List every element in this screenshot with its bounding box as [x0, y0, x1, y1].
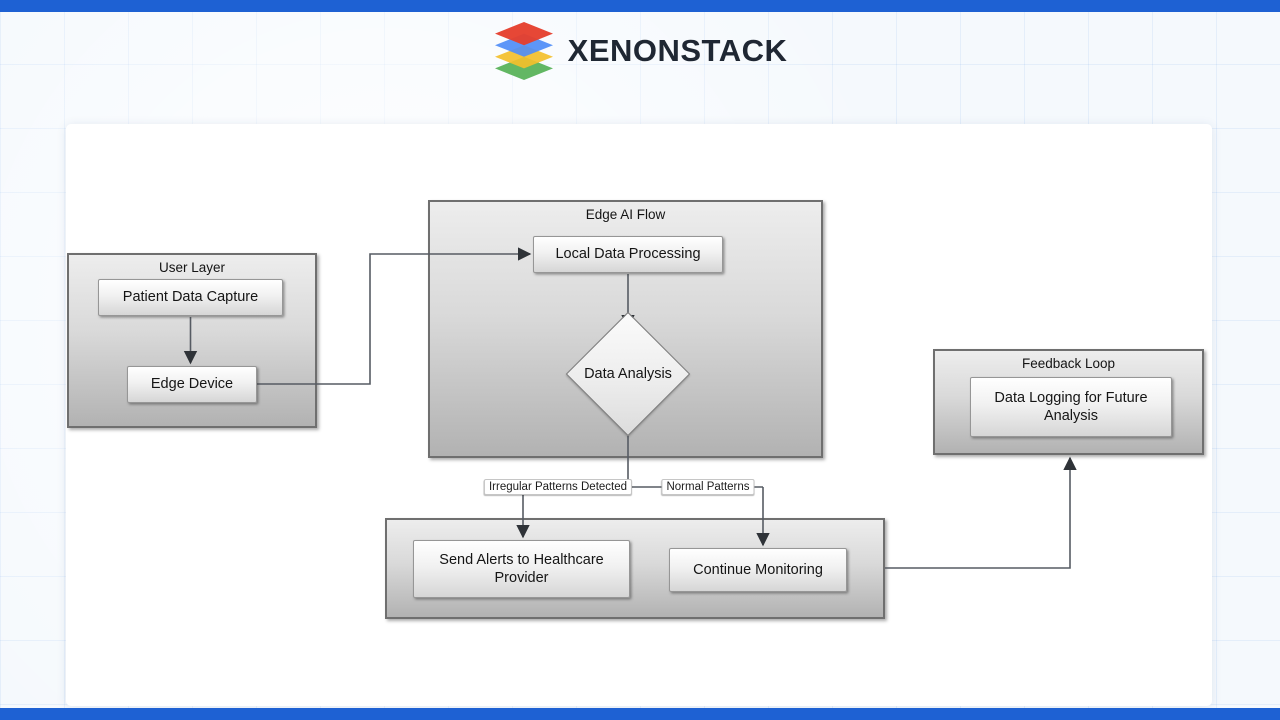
diagram-card: User Layer Edge AI Flow Feedback Loop: [66, 124, 1212, 706]
edge-device-to-processing: [257, 247, 532, 385]
node-continue-monitoring: Continue Monitoring: [669, 548, 847, 592]
node-data-logging: Data Logging for Future Analysis: [970, 377, 1172, 437]
node-send-alerts: Send Alerts to Healthcare Provider: [413, 540, 630, 598]
node-patient-data-capture: Patient Data Capture: [98, 279, 283, 316]
node-edge-device: Edge Device: [127, 366, 257, 403]
group-title-user-layer: User Layer: [158, 260, 226, 275]
top-accent-bar: [0, 0, 1280, 12]
node-local-data-processing: Local Data Processing: [533, 236, 723, 273]
bottom-accent-bar: [0, 708, 1280, 720]
group-title-edge-ai-flow: Edge AI Flow: [585, 207, 666, 222]
node-data-analysis-label: Data Analysis: [584, 366, 672, 382]
brand-wordmark: XENONSTACK: [567, 33, 788, 68]
brand-header: XENONSTACK: [0, 22, 1280, 80]
layers-stack-icon: [494, 22, 553, 80]
edge-label-normal-patterns: Normal Patterns: [661, 479, 755, 495]
group-title-feedback-loop: Feedback Loop: [1021, 356, 1116, 371]
edge-label-irregular-patterns: Irregular Patterns Detected: [483, 479, 633, 495]
edge-monitoring-to-logging: [885, 456, 1077, 569]
